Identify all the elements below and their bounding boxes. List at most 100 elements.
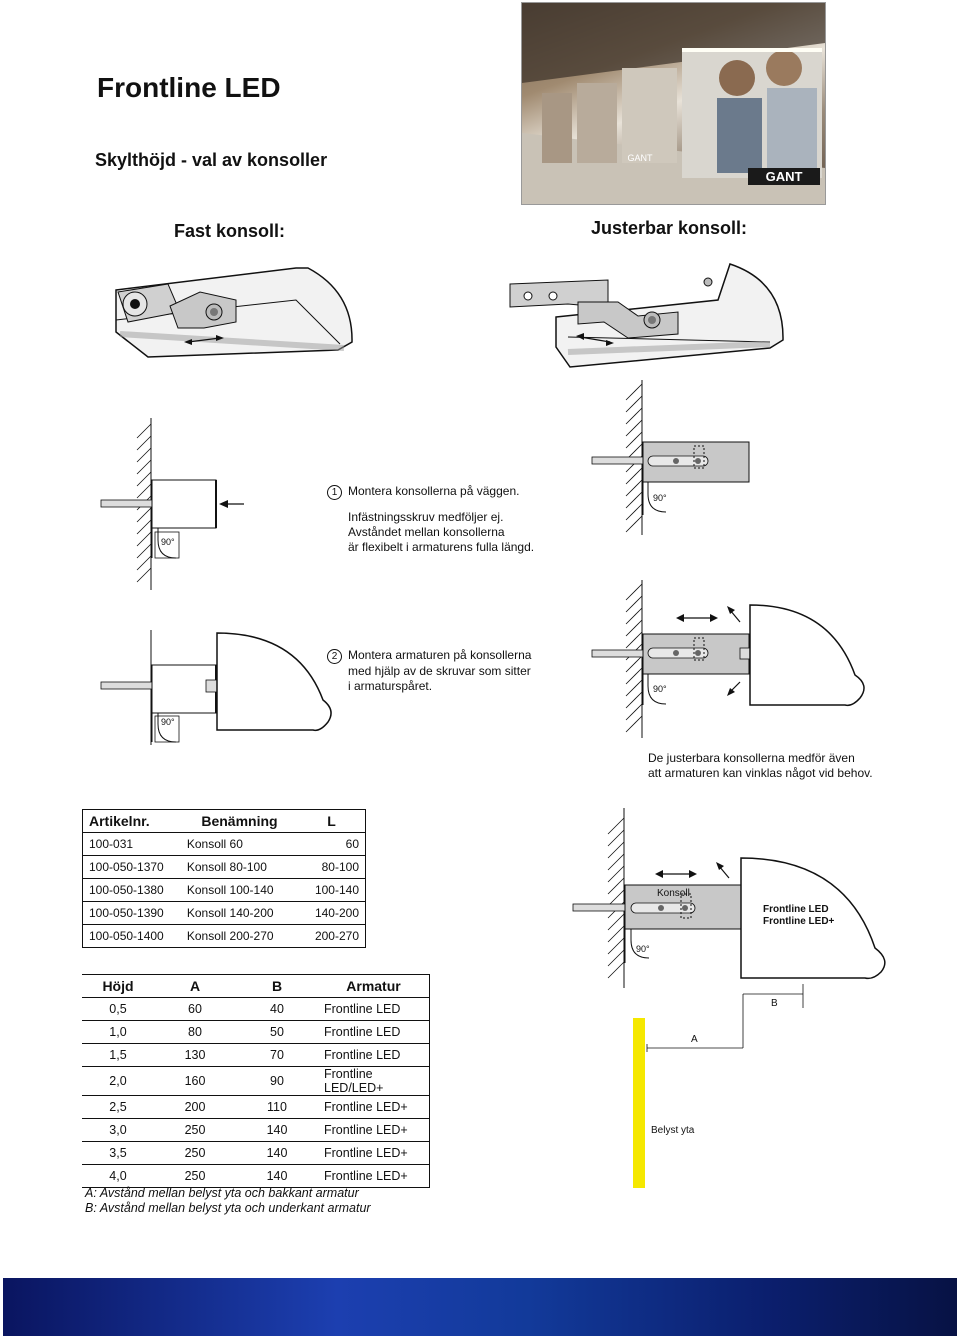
konsoll-label: Konsoll [657, 888, 690, 899]
gant-logo-small: GANT [627, 153, 653, 163]
cell-b: 140 [266, 1123, 288, 1137]
cell-length: 80-100 [321, 860, 359, 874]
step2-fixed-diagram [100, 630, 332, 745]
col-header-fixture: Armatur [346, 978, 401, 994]
col-header-height: Höjd [102, 978, 134, 994]
step2-adjustable-diagram [591, 580, 865, 738]
cell-a: 250 [184, 1123, 206, 1137]
cell-article: 100-050-1390 [89, 906, 164, 920]
step1-fixed-diagram [100, 418, 244, 590]
cell-b: 110 [267, 1100, 287, 1114]
cell-fixture: Frontline LED [324, 1025, 401, 1039]
lit-surface-label: Belyst yta [651, 1125, 695, 1136]
fixture-label-1: Frontline LED [763, 904, 829, 915]
step2-line-2: med hjälp av de skruvar som sitter [348, 664, 531, 678]
adjustable-note: De justerbara konsollerna medför även at… [648, 751, 873, 781]
cell-length: 140-200 [314, 906, 359, 920]
table-row: 100-050-1380 Konsoll 100-140 100-140 [82, 879, 366, 902]
footer-band [3, 1278, 957, 1336]
adjustable-note-line-2: att armaturen kan vinklas något vid beho… [648, 766, 873, 780]
cell-height: 2,0 [109, 1074, 127, 1088]
table-row: 3,5 250 140 Frontline LED+ [82, 1142, 430, 1165]
table-header-row: Artikelnr. Benämning L [82, 810, 366, 833]
angle-label-step2-right: 90° [653, 684, 667, 694]
lit-surface-bar [633, 1018, 645, 1188]
cell-fixture: Frontline LED+ [324, 1146, 408, 1160]
angle-label-step1-right: 90° [653, 493, 667, 503]
step2-instructions: 2 Montera armaturen på konsollerna med hj… [327, 648, 531, 694]
cell-name: Konsoll 100-140 [186, 883, 274, 897]
col-header-article: Artikelnr. [89, 813, 150, 829]
cell-height: 2,5 [109, 1100, 127, 1114]
col-header-name: Benämning [201, 813, 278, 829]
angle-label-dimension: 90° [636, 944, 650, 954]
cell-height: 4,0 [109, 1169, 127, 1183]
cell-article: 100-050-1370 [89, 860, 164, 874]
cell-height: 3,0 [109, 1123, 127, 1137]
angle-label-step1-left: 90° [161, 537, 175, 547]
page-subtitle: Skylthöjd - val av konsoller [95, 150, 328, 170]
col-header-length: L [327, 813, 336, 829]
dimension-a-label: A [691, 1034, 698, 1045]
adjustable-bracket-heading: Justerbar konsoll: [591, 218, 748, 238]
step1-line-1: Montera konsollerna på väggen. [348, 484, 520, 498]
photo-illustration: GANT GANT [522, 3, 825, 204]
page-title: Frontline LED [97, 72, 281, 103]
cell-a: 60 [188, 1002, 202, 1016]
cell-b: 70 [270, 1048, 284, 1062]
step1-line-5: är flexibelt i armaturens fulla längd. [348, 540, 535, 554]
cell-a: 250 [184, 1169, 206, 1183]
cell-name: Konsoll 200-270 [186, 929, 274, 943]
step2-number: 2 [327, 649, 342, 664]
col-header-b: B [271, 978, 283, 994]
cell-name: Konsoll 60 [186, 837, 243, 851]
table-header-row: Höjd A B Armatur [82, 975, 430, 998]
cell-b: 40 [270, 1002, 284, 1016]
step1-line-4: Avståndet mellan konsollerna [348, 525, 505, 539]
dimension-b-label: B [771, 998, 778, 1009]
step1-adjustable-diagram [591, 380, 750, 535]
cell-b: 90 [270, 1074, 284, 1088]
cell-height: 1,0 [109, 1025, 127, 1039]
adjustable-note-line-1: De justerbara konsollerna medför även [648, 751, 855, 765]
step2-line-1: Montera armaturen på konsollerna [348, 648, 532, 662]
cell-a: 250 [184, 1146, 206, 1160]
table-row: 2,5 200 110 Frontline LED+ [82, 1096, 430, 1119]
fixed-bracket-illustration [115, 267, 353, 358]
cell-article: 100-050-1380 [89, 883, 164, 897]
cell-length: 60 [345, 837, 359, 851]
adjustable-bracket-illustration [509, 263, 784, 368]
fixed-bracket-heading: Fast konsoll: [174, 221, 286, 241]
store-signage-photo: GANT GANT [521, 2, 826, 205]
table-row: 100-050-1400 Konsoll 200-270 200-270 [82, 925, 366, 948]
cell-fixture: Frontline LED+ [324, 1100, 408, 1114]
cell-article: 100-050-1400 [89, 929, 164, 943]
cell-length: 100-140 [314, 883, 359, 897]
step1-line-2 [348, 500, 534, 510]
cell-name: Konsoll 80-100 [186, 860, 267, 874]
table-row: 100-050-1370 Konsoll 80-100 80-100 [82, 856, 366, 879]
step1-line-3: Infästningsskruv medföljer ej. [348, 510, 504, 524]
cell-b: 140 [266, 1169, 288, 1183]
gant-logo: GANT [766, 169, 803, 184]
legend-b: B: Avstånd mellan belyst yta och underka… [85, 1201, 371, 1215]
step1-number: 1 [327, 485, 342, 500]
installation-dimension-diagram: Konsoll Frontline LED Frontline LED+ A B… [572, 808, 886, 1188]
bracket-article-table: Artikelnr. Benämning L 100-031 Konsoll 6… [82, 809, 366, 948]
cell-a: 200 [184, 1100, 206, 1114]
angle-label-step2-left: 90° [161, 717, 175, 727]
cell-b: 140 [266, 1146, 288, 1160]
cell-fixture: Frontline LED [324, 1048, 401, 1062]
legend-a: A: Avstånd mellan belyst yta och bakkant… [85, 1186, 359, 1200]
cell-b: 50 [270, 1025, 284, 1039]
cell-name: Konsoll 140-200 [186, 906, 274, 920]
cell-height: 3,5 [109, 1146, 127, 1160]
distance-legend: A: Avstånd mellan belyst yta och bakkant… [85, 1186, 371, 1216]
step2-line-3: i armaturspåret. [348, 679, 433, 693]
